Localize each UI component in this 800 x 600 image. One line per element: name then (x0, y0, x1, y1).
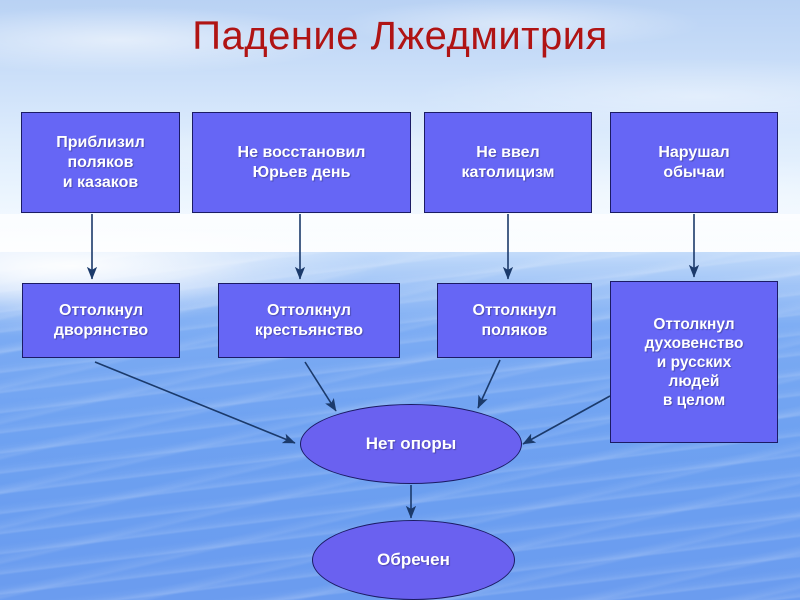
node-conclusion-no-support[interactable]: Нет опоры (300, 404, 522, 484)
page-title: Падение Лжедмитрия (192, 14, 608, 58)
node-label: Не восстановил Юрьев день (237, 143, 366, 181)
node-cause-2[interactable]: Не восстановил Юрьев день (192, 112, 411, 213)
node-effect-2[interactable]: Оттолкнул крестьянство (218, 283, 400, 358)
node-label: Нет опоры (365, 434, 457, 453)
node-effect-3[interactable]: Оттолкнул поляков (437, 283, 592, 358)
node-label: Оттолкнул духовенство и русских людей в … (644, 315, 744, 409)
node-label: Нарушал обычаи (658, 143, 730, 181)
node-label: Приблизил поляков и казаков (56, 133, 145, 191)
node-cause-3[interactable]: Не ввел католицизм (424, 112, 592, 213)
node-effect-4[interactable]: Оттолкнул духовенство и русских людей в … (610, 281, 778, 443)
node-label: Оттолкнул поляков (472, 301, 557, 339)
node-cause-4[interactable]: Нарушал обычаи (610, 112, 778, 213)
node-label: Не ввел католицизм (461, 143, 555, 181)
node-effect-1[interactable]: Оттолкнул дворянство (22, 283, 180, 358)
node-conclusion-doomed[interactable]: Обречен (312, 520, 515, 600)
node-cause-1[interactable]: Приблизил поляков и казаков (21, 112, 180, 213)
node-label: Оттолкнул крестьянство (254, 301, 364, 339)
node-label: Оттолкнул дворянство (53, 301, 149, 339)
node-label: Обречен (377, 550, 450, 569)
